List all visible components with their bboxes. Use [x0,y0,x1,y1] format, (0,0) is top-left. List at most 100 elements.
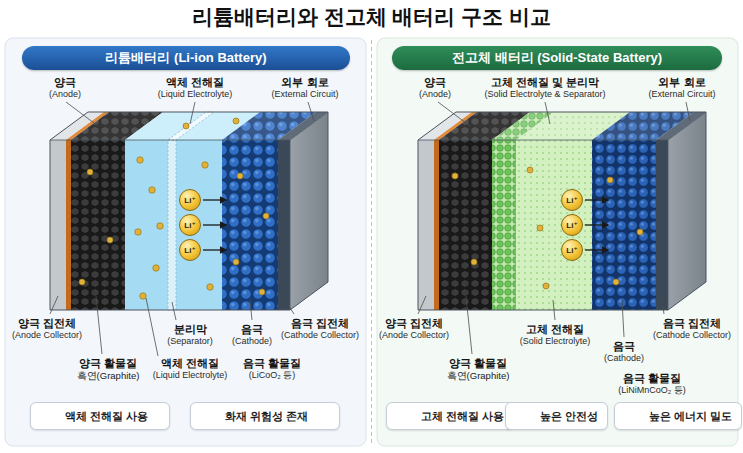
part-name: 양극 집전체 [18,317,76,330]
ion-arrow [585,199,608,200]
lithium-dot [153,265,159,271]
lithium-dot [149,187,155,193]
leader-line [545,102,550,124]
lithium-dot [233,118,239,124]
leader-line [66,102,98,126]
part-name-detail: (Anode) [49,89,81,100]
part-name-detail: (Solid Electrolyte & Separator) [484,89,605,100]
lithium-dot [537,225,543,231]
part-name: 음극 [613,340,635,353]
part-name: 고체 전해질 및 분리막 [491,76,599,89]
ion-label: Li⁺ [566,221,577,230]
diagram-title: 리튬배터리와 전고체 배터리 구조 비교 [0,3,743,31]
liion-cell [66,140,71,310]
ion-circle: Li⁺ [561,189,583,211]
lithium-dot [157,223,163,229]
part-name: 분리막 [174,323,207,336]
leader-line [418,296,426,314]
feature-badge: 액체 전해질 사용 [30,402,170,430]
liion-cell [168,140,176,310]
liion-cell [50,112,328,310]
lithium-dot [137,157,143,163]
lithium-dot [263,213,269,219]
part-name-detail: (Cathode Collector) [653,330,731,341]
ion-arrow [203,199,226,200]
part-name: 양극 집전체 [385,317,443,330]
part-name-detail: (Anode) [419,89,451,100]
part-name: 외부 회로 [281,76,328,89]
liion-cell [50,140,290,141]
feature-badge: 높은 안전성 [505,402,608,430]
part-name-detail: (Cathode) [232,336,272,347]
leader-line [622,300,624,337]
node-text: 높은 에너지 밀도 [649,409,732,424]
ion-circle: Li⁺ [179,239,201,261]
part-name: 음극 활물질 [623,372,681,385]
part-name-detail: (Separator) [167,336,213,347]
liion-cell [290,112,328,140]
lithium-dot [79,118,269,299]
node-text: 높은 안전성 [540,409,598,424]
panel-ground [5,38,366,446]
node-text: 고체 전해질 사용 [421,409,504,424]
liion-cell [290,112,328,310]
ion-label: Li⁺ [566,246,577,255]
part-name: 고체 전해질 [526,323,584,336]
lithium-dot [183,123,189,129]
part-name: 양극 [54,76,76,89]
part-name: 양극 [424,76,446,89]
leader-line [50,102,690,356]
leader-line [285,300,294,314]
leader-line [250,300,252,320]
liion-cell [50,112,328,310]
leader-line [146,298,158,356]
solid-state-cell [418,112,706,310]
lithium-dot [107,237,113,243]
part-name: 외부 회로 [658,76,705,89]
solid-state-cell [418,112,706,310]
part-name-detail: (External Circuit) [648,89,715,100]
panel-ground [371,40,372,444]
part-name: 액체 전해질 [166,76,224,89]
solid-state-cell [516,140,592,310]
ion-label: Li⁺ [184,221,195,230]
part-name: 음극 집전체 [663,317,721,330]
lithium-dot [202,162,208,168]
lithium-dot [607,177,613,183]
liion-cell [168,112,214,140]
liion-cell [71,140,125,310]
part-name-detail: (LiNiMnCoO₂ 등) [618,385,686,396]
part-name: 양극 활물질 [449,357,507,370]
solid-state-cell [434,140,439,310]
lithium-dot [135,229,141,235]
solid-state-cell [668,112,706,310]
part-name-detail: (Anode Collector) [12,330,82,341]
part-name: 음극 집전체 [291,317,349,330]
node-text: 액체 전해질 사용 [65,409,148,424]
panel-ground [5,38,738,446]
leader-line [553,300,555,320]
leader-line [96,296,102,354]
leader-line [50,296,58,314]
part-name-detail: (Anode Collector) [379,330,449,341]
lithium-dot [613,279,619,285]
ion-label: Li⁺ [566,196,577,205]
lithium-dot [237,173,243,179]
leader-line [172,302,176,320]
lithium-dot [471,259,477,265]
ion-arrow [585,249,608,250]
ion-arrow [203,200,226,250]
feature-badge: 높은 에너지 밀도 [614,402,742,430]
part-name-detail: 흑연(Graphite) [447,370,510,381]
node-text: 전고체 배터리 (Solid-State Battery) [452,49,662,67]
ion-arrow [585,200,608,250]
lithium-dot [543,283,549,289]
lithium-dot [79,279,85,285]
solid-state-cell [418,140,668,141]
part-name-detail: (External Circuit) [271,89,338,100]
solid-state-cell [668,140,669,310]
lithium-dot [452,167,643,289]
lithium-dot [140,293,146,299]
part-name-detail: (LiCoO₂ 등) [249,370,296,381]
